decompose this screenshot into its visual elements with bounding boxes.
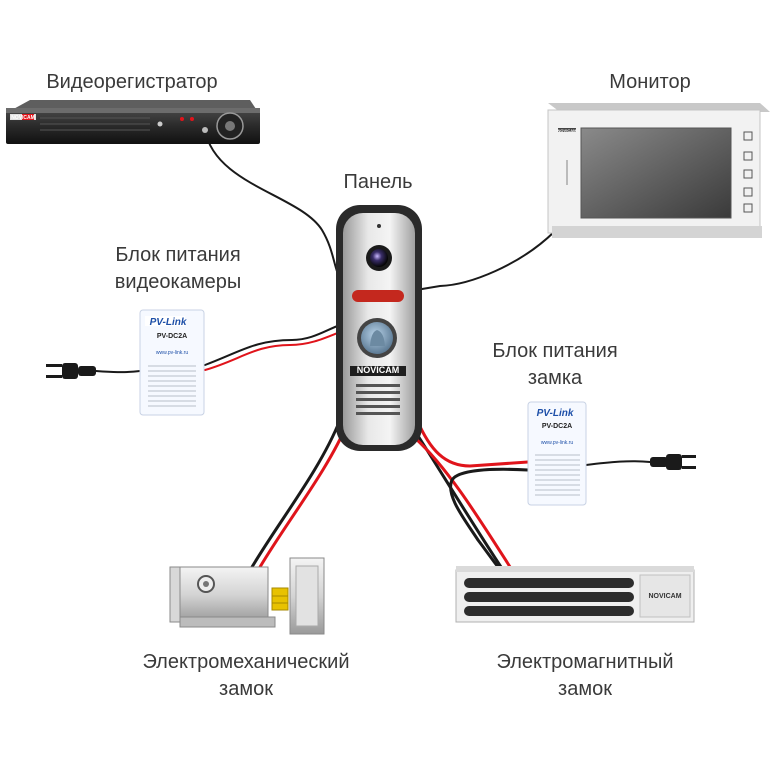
wire-emech-red: [258, 420, 350, 569]
label-monitor-text: Монитор: [609, 71, 691, 93]
electromagnetic-lock: [455, 566, 695, 623]
camera-ps-site: www.pv-link.ru: [156, 350, 188, 356]
electromechanical-lock: [169, 557, 325, 635]
label-emag-line1: Электромагнитный: [496, 651, 674, 673]
panel-brand-text: NOVICAM: [357, 365, 400, 375]
lock-ps-site: www.pv-link.ru: [541, 440, 573, 446]
panel-red-indicator: [352, 290, 404, 302]
monitor-brand-text: NOVICAM: [558, 128, 578, 133]
camera-power-supply: [139, 309, 205, 416]
wires: [95, 129, 651, 574]
camera-ps-brand: PV-Link: [150, 317, 187, 328]
label-monitor: Монитор: [590, 69, 710, 96]
device-markings: NOVICAM PV-Link PV-DC2A www.pv-link.ru P…: [11, 115, 682, 600]
label-lock-power: Блок питания замка: [455, 338, 655, 392]
label-camera-power: Блок питания видеокамеры: [78, 242, 278, 296]
monitor: [547, 103, 770, 238]
camera-power-plug: [46, 363, 96, 379]
label-recorder: Видеорегистратор: [22, 69, 242, 96]
camera-ps-model: PV-DC2A: [157, 333, 187, 340]
recorder-brand-text: NOVICAM: [11, 115, 35, 121]
label-electromechanical-lock: Электромеханический замок: [106, 649, 386, 703]
monitor-screen: [580, 127, 732, 219]
label-camera-power-line1: Блок питания: [115, 244, 241, 266]
wire-recorder-to-panel: [204, 129, 343, 283]
maglock-brand-text: NOVICAM: [648, 593, 681, 600]
door-panel: [336, 205, 422, 451]
wire-lockpower-black: [449, 467, 530, 574]
wire-campower-black: [204, 324, 341, 366]
label-lock-power-line2: замка: [527, 367, 583, 389]
label-recorder-text: Видеорегистратор: [46, 71, 218, 93]
wire-emag-black: [411, 426, 505, 572]
lock-ps-brand: PV-Link: [537, 408, 574, 419]
label-lock-power-line1: Блок питания: [492, 340, 618, 362]
wire-monitor-to-panel: [415, 231, 555, 291]
lock-power-supply: [527, 401, 587, 506]
label-camera-power-line2: видеокамеры: [114, 271, 242, 293]
lock-ps-model: PV-DC2A: [542, 423, 572, 430]
label-emech-line1: Электромеханический: [142, 651, 350, 673]
wire-emag-red: [413, 436, 514, 572]
wire-lockpower-plug-cord: [585, 460, 651, 466]
label-panel: Панель: [318, 169, 438, 196]
label-panel-text: Панель: [343, 171, 413, 193]
label-emag-line2: замок: [558, 678, 612, 700]
label-emech-line2: замок: [219, 678, 273, 700]
wire-emech-black: [250, 418, 342, 569]
video-recorder: [6, 100, 260, 144]
label-electromagnetic-lock: Электромагнитный замок: [445, 649, 725, 703]
wire-campower-red: [204, 331, 341, 371]
wire-campower-plug-cord: [95, 370, 141, 374]
lock-power-plug: [650, 454, 696, 470]
